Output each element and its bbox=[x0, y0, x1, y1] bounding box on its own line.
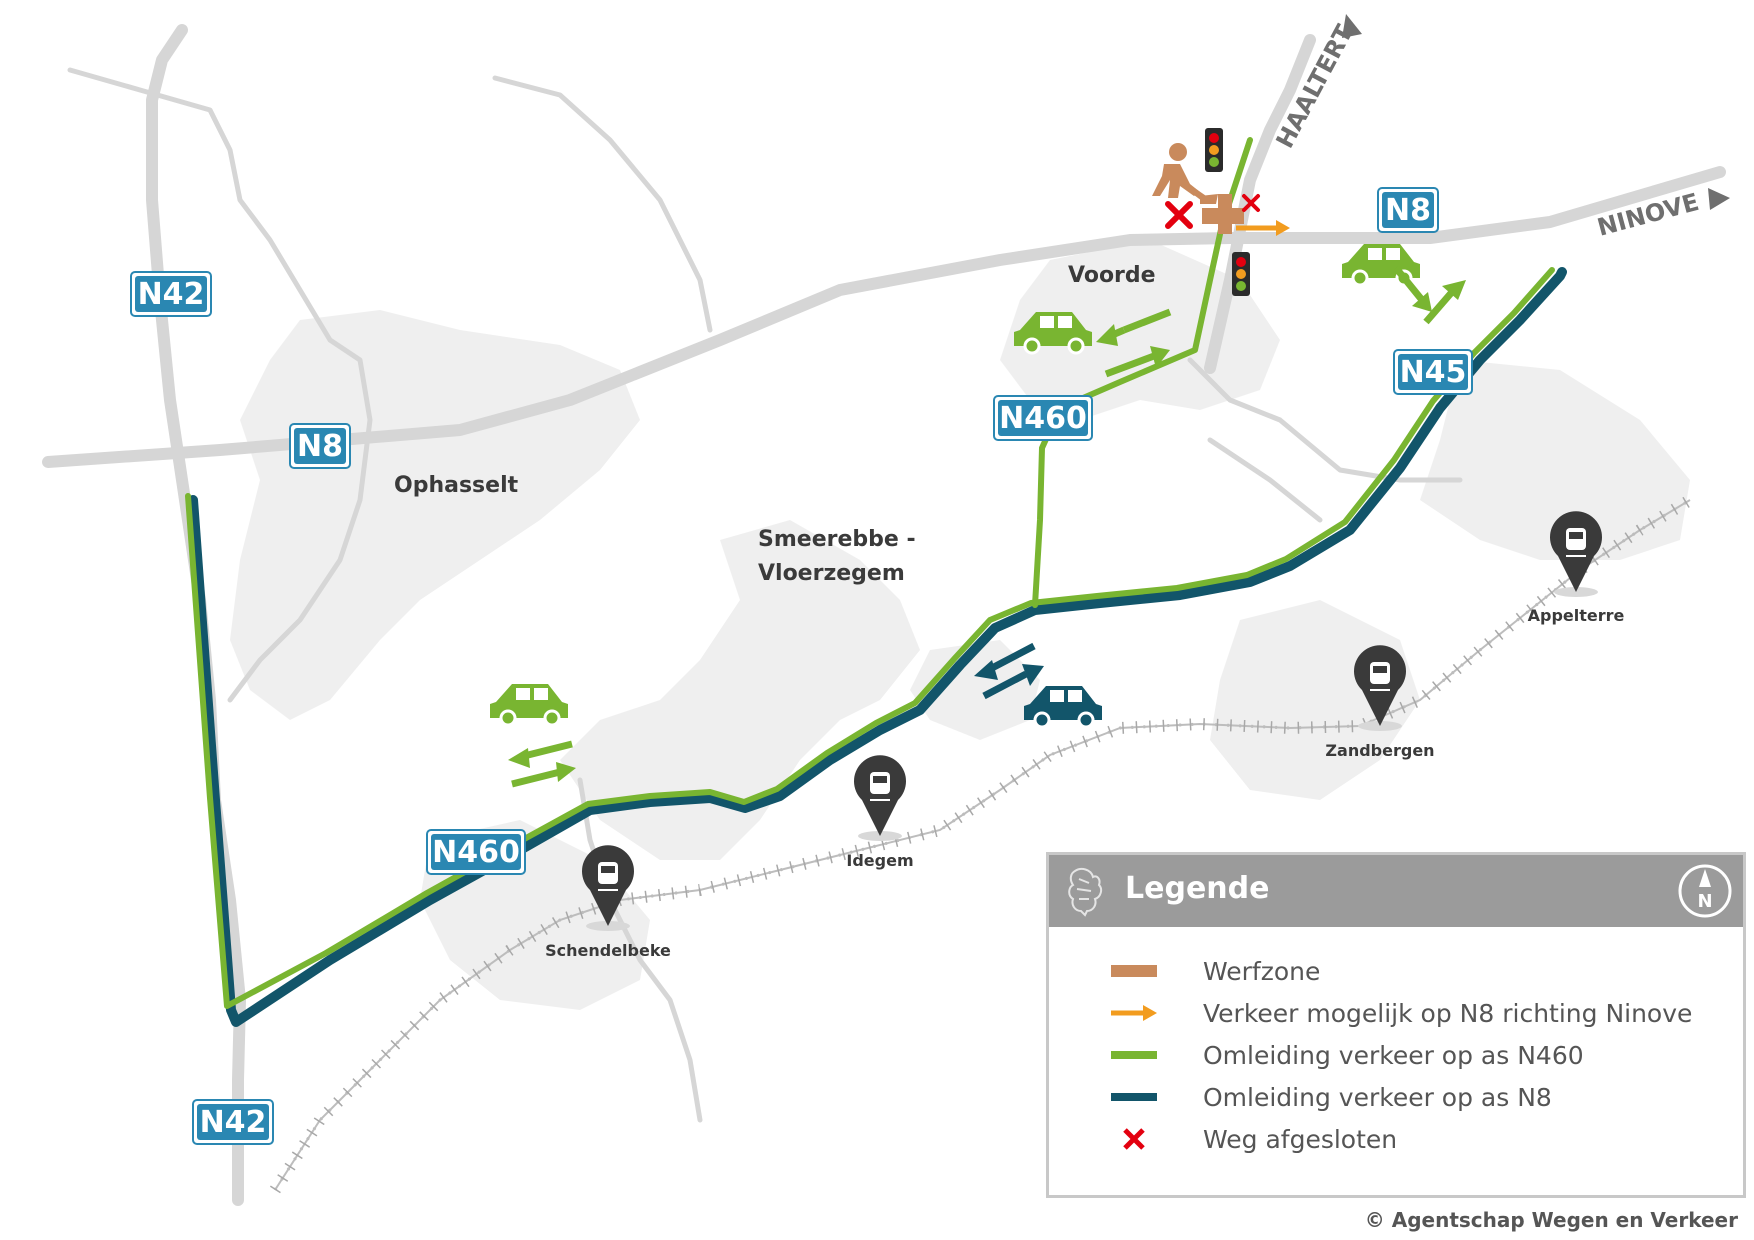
direction-arrow-icon bbox=[1342, 14, 1362, 38]
direction-arrow-icon bbox=[1708, 188, 1730, 210]
legend-item-werfzone: Werfzone bbox=[1109, 951, 1320, 991]
orange-arrow-icon bbox=[1109, 1001, 1159, 1025]
svg-text:N460: N460 bbox=[999, 401, 1087, 436]
station-pin-zandbergen: Zandbergen bbox=[1325, 645, 1435, 760]
detour-n8-route bbox=[185, 267, 1567, 1027]
traffic-light-icon bbox=[1205, 128, 1223, 172]
svg-text:Appelterre: Appelterre bbox=[1528, 606, 1625, 625]
two-way-arrows-icon bbox=[974, 642, 1044, 700]
roadworks-icon bbox=[1152, 143, 1218, 204]
place-smeerebbe: Smeerebbe - bbox=[758, 527, 916, 552]
legend-panel: Legende N Werfzone Verkeer mogelijk op N… bbox=[1046, 852, 1746, 1198]
station-pin-schendelbeke: Schendelbeke bbox=[545, 845, 671, 960]
werfzone-marker bbox=[1202, 194, 1244, 234]
legend-header: Legende N bbox=[1049, 855, 1743, 927]
green-line-icon bbox=[1109, 1043, 1159, 1067]
shield-n42-bottom: N42 bbox=[192, 1099, 274, 1145]
svg-text:Schendelbeke: Schendelbeke bbox=[545, 941, 671, 960]
traffic-light-icon bbox=[1232, 252, 1250, 296]
station-pin-idegem: Idegem bbox=[846, 755, 914, 870]
place-ophasselt: Ophasselt bbox=[394, 473, 519, 498]
shield-n45: N45 bbox=[1393, 349, 1473, 395]
svg-text:N42: N42 bbox=[138, 277, 205, 312]
legend-item-red-cross: Weg afgesloten bbox=[1109, 1119, 1397, 1159]
shield-n8-right: N8 bbox=[1377, 187, 1439, 233]
legend-title: Legende bbox=[1125, 871, 1270, 906]
flemish-lion-icon bbox=[1068, 868, 1103, 917]
red-cross-icon bbox=[1109, 1127, 1159, 1151]
minor-roads bbox=[67, 67, 1463, 1123]
shield-n42-top: N42 bbox=[130, 271, 212, 317]
legend-item-teal-line: Omleiding verkeer op as N8 bbox=[1109, 1077, 1552, 1117]
svg-text:N42: N42 bbox=[200, 1105, 267, 1140]
svg-text:N: N bbox=[1697, 891, 1712, 912]
shield-n8-left: N8 bbox=[289, 423, 351, 469]
station-pin-appelterre: Appelterre bbox=[1528, 511, 1625, 625]
place-vloerzegem-label: Vloerzegem bbox=[758, 561, 905, 586]
shield-n460-bottom: N460 bbox=[426, 829, 526, 875]
place-voorde: Voorde bbox=[1068, 263, 1156, 288]
car-icon bbox=[490, 684, 568, 727]
car-icon bbox=[1024, 686, 1102, 729]
legend-item-orange-arrow: Verkeer mogelijk op N8 richting Ninove bbox=[1109, 993, 1692, 1033]
road-closed-icon bbox=[1242, 194, 1260, 212]
legend-item-green-line: Omleiding verkeer op as N460 bbox=[1109, 1035, 1584, 1075]
two-way-arrows-icon bbox=[1096, 308, 1172, 378]
svg-text:Idegem: Idegem bbox=[846, 851, 913, 870]
road-n8 bbox=[42, 166, 1726, 468]
shield-n460-top: N460 bbox=[993, 395, 1093, 441]
road-haaltert bbox=[1204, 34, 1316, 374]
detour-n460-route bbox=[1032, 137, 1253, 608]
road-closed-icon bbox=[1165, 201, 1193, 229]
svg-text:Zandbergen: Zandbergen bbox=[1325, 741, 1434, 760]
two-way-arrows-icon bbox=[1393, 265, 1466, 325]
railway bbox=[269, 494, 1694, 1194]
teal-line-icon bbox=[1109, 1085, 1159, 1109]
svg-text:N8: N8 bbox=[1385, 193, 1431, 228]
two-way-arrows-icon bbox=[508, 740, 576, 788]
car-icon bbox=[1014, 312, 1092, 355]
svg-text:N45: N45 bbox=[1400, 355, 1467, 390]
werfzone-swatch-icon bbox=[1109, 959, 1159, 983]
svg-text:N460: N460 bbox=[432, 835, 520, 870]
copyright-notice: © Agentschap Wegen en Verkeer bbox=[1364, 1208, 1738, 1232]
svg-text:N8: N8 bbox=[297, 429, 343, 464]
north-arrow-icon: N bbox=[1678, 864, 1732, 918]
orange-arrow-icon bbox=[1236, 220, 1290, 236]
